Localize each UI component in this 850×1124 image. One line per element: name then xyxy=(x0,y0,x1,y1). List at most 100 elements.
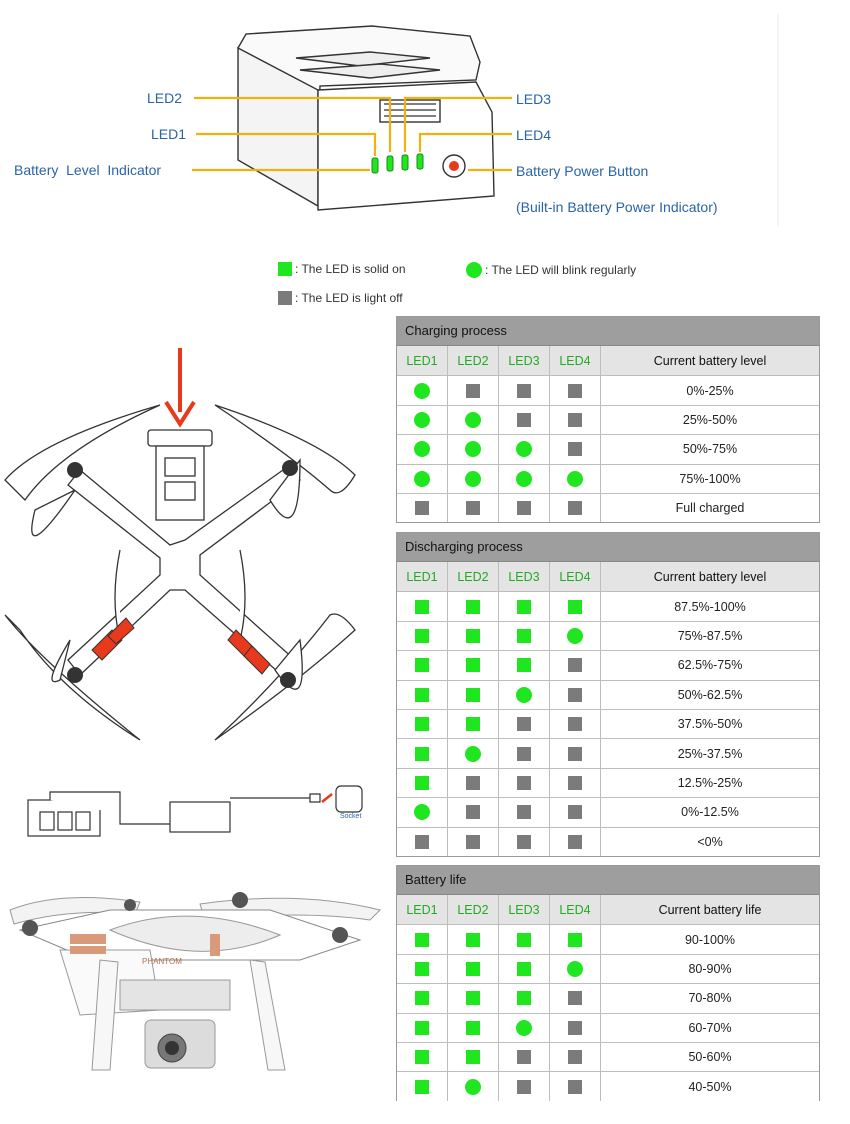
header-led2: LED2 xyxy=(448,562,499,592)
battery-level-value: 60-70% xyxy=(688,1020,732,1035)
power-button-icon xyxy=(442,154,466,178)
led-solid-icon xyxy=(517,628,531,643)
led2-cell xyxy=(448,651,499,680)
solid-square-icon xyxy=(278,262,292,276)
led-blink-icon xyxy=(567,960,583,977)
led-off-icon xyxy=(568,746,582,761)
table-row: 90-100% xyxy=(397,924,819,954)
table-title: Discharging process xyxy=(397,533,819,562)
led2-cell xyxy=(448,621,499,651)
led-off-icon xyxy=(517,746,531,761)
header-led2: LED2 xyxy=(448,895,499,925)
header-level: Current battery level xyxy=(653,569,767,584)
battery-level-value: 37.5%-50% xyxy=(677,717,743,732)
led2-cell xyxy=(448,1013,499,1042)
led-solid-icon xyxy=(415,932,429,947)
socket-label: Socket xyxy=(340,813,362,820)
led-blink-icon xyxy=(465,745,481,762)
led-solid-icon xyxy=(415,1020,429,1035)
led1-cell xyxy=(397,592,448,621)
led3-cell xyxy=(499,621,550,651)
led1-cell xyxy=(397,768,448,798)
led-blink-icon xyxy=(465,470,481,487)
led-blink-icon xyxy=(414,804,430,821)
led1-cell xyxy=(397,464,448,493)
led-blink-icon xyxy=(516,686,532,703)
led-off-icon xyxy=(466,805,480,820)
led2-cell xyxy=(448,592,499,621)
battery-level-value: 80-90% xyxy=(688,961,732,976)
header-level: Current battery life xyxy=(658,902,762,917)
battery-level-value: 12.5%-25% xyxy=(677,775,743,790)
led3-cell xyxy=(499,680,550,709)
led3-cell xyxy=(499,768,550,798)
table-row: 0%-25% xyxy=(397,375,819,405)
led1-cell xyxy=(397,739,448,768)
led4-cell xyxy=(550,768,601,798)
battery-level-value: 50%-62.5% xyxy=(677,687,743,702)
led-blink-icon xyxy=(516,1019,532,1036)
header-led2: LED2 xyxy=(448,346,499,376)
led-solid-icon xyxy=(466,1050,480,1065)
battery-level-value: 62.5%-75% xyxy=(677,658,743,673)
led-blink-icon xyxy=(414,411,430,428)
led2-cell xyxy=(448,827,499,856)
led-off-icon xyxy=(568,717,582,732)
led2-cell xyxy=(448,1072,499,1101)
led-off-icon xyxy=(568,501,582,516)
table-row: 70-80% xyxy=(397,983,819,1013)
led-blink-icon xyxy=(567,470,583,487)
led2-cell xyxy=(448,954,499,984)
led-solid-icon xyxy=(466,687,480,702)
led3-cell xyxy=(499,954,550,984)
led3-cell xyxy=(499,1013,550,1042)
led-off-icon xyxy=(568,805,582,820)
header-led1: LED1 xyxy=(397,895,448,925)
led2-cell xyxy=(448,464,499,493)
led-solid-icon xyxy=(466,932,480,947)
led-off-icon xyxy=(568,834,582,849)
led4-cell xyxy=(550,464,601,493)
label-power-indicator: (Built-in Battery Power Indicator) xyxy=(516,199,718,215)
led1-cell xyxy=(397,405,448,435)
led3-cell xyxy=(499,1072,550,1101)
led3-cell xyxy=(499,435,550,464)
led3-cell xyxy=(499,1042,550,1072)
table-row: 75%-100% xyxy=(397,463,819,493)
table-row: 12.5%-25% xyxy=(397,767,819,798)
led-blink-icon xyxy=(567,627,583,644)
legend-solid: : The LED is solid on xyxy=(278,262,406,276)
battery-level-value: 87.5%-100% xyxy=(674,599,746,614)
table-row: 50-60% xyxy=(397,1041,819,1072)
led-off-icon xyxy=(466,834,480,849)
led-off-icon xyxy=(568,383,582,398)
led1-cell xyxy=(397,376,448,405)
led4-cell xyxy=(550,954,601,984)
led-blink-icon xyxy=(465,441,481,458)
battery-level-value: 50%-75% xyxy=(682,442,738,457)
led1-cell xyxy=(397,680,448,709)
led-solid-icon xyxy=(466,599,480,614)
led1-cell xyxy=(397,435,448,464)
header-led1: LED1 xyxy=(397,346,448,376)
table-row: <0% xyxy=(397,826,819,856)
led-blink-icon xyxy=(516,470,532,487)
table-row: 37.5%-50% xyxy=(397,708,819,739)
led4-cell xyxy=(550,651,601,680)
led1-cell xyxy=(397,709,448,739)
led-solid-icon xyxy=(466,961,480,976)
table-row: 87.5%-100% xyxy=(397,591,819,621)
led-solid-icon xyxy=(415,628,429,643)
led2-cell xyxy=(448,405,499,435)
table-row: 75%-87.5% xyxy=(397,620,819,651)
led3-cell xyxy=(499,798,550,827)
led-off-icon xyxy=(415,834,429,849)
led-off-icon xyxy=(568,1050,582,1065)
header-led3: LED3 xyxy=(499,346,550,376)
drone-brand-text: PHANTOM xyxy=(142,957,182,966)
battery-level-value: 75%-100% xyxy=(679,471,741,486)
led-off-icon xyxy=(568,991,582,1006)
battery-level-value: 70-80% xyxy=(688,991,732,1006)
blink-circle-icon xyxy=(466,262,482,278)
